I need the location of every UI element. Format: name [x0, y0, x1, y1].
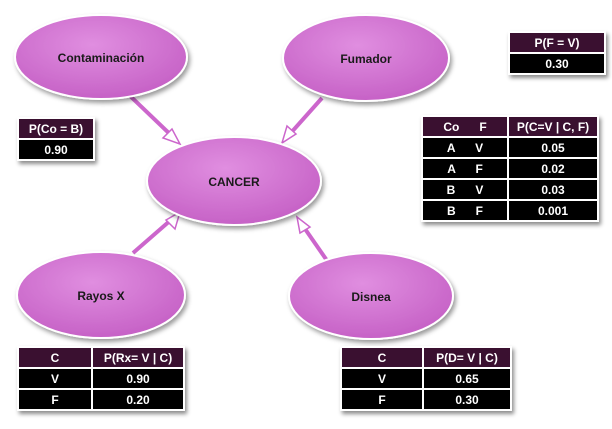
table-cell-parent: V: [19, 369, 91, 388]
table-cell-value: 0.02: [509, 159, 597, 178]
table-cell-parents: B V: [423, 180, 507, 199]
node-disnea: Disnea: [288, 252, 454, 340]
node-fumador: Fumador: [282, 14, 450, 102]
table-p-rayos-x: C P(Rx= V | C) V 0.90 F 0.20: [17, 346, 185, 411]
table-row: F 0.30: [342, 390, 510, 409]
edge-cancer-rayos-x: [130, 210, 182, 256]
edge-fumador-cancer: [280, 95, 325, 145]
table-cell-parent: F: [342, 390, 422, 409]
node-cancer: CANCER: [146, 136, 322, 226]
table-header-probability: P(Rx= V | C): [93, 348, 183, 367]
table-p-cancer: Co F P(C=V | C, F) A V 0.05 A F 0.02 B V…: [421, 115, 599, 222]
table-row: V 0.65: [342, 369, 510, 388]
table-row: B V 0.03: [423, 180, 597, 199]
table-row: V 0.90: [19, 369, 183, 388]
node-label-cancer: CANCER: [208, 175, 260, 189]
node-rayos-x: Rayos X: [16, 251, 186, 339]
table-cell-value: 0.90: [19, 140, 93, 159]
table-row: B F 0.001: [423, 201, 597, 220]
table-cell-parent: F: [19, 390, 91, 409]
table-cell-parents: A V: [423, 138, 507, 157]
table-cell-value: 0.001: [509, 201, 597, 220]
table-row: A F 0.02: [423, 159, 597, 178]
table-cell-value: 0.65: [424, 369, 510, 388]
table-cell-value: 0.03: [509, 180, 597, 199]
table-cell-value: 0.30: [510, 54, 604, 73]
table-header: P(Co = B): [19, 119, 93, 138]
table-cell-parent: V: [342, 369, 422, 388]
table-row: A V 0.05: [423, 138, 597, 157]
node-label-contaminacion: Contaminación: [58, 51, 145, 65]
table-header-parent: C: [19, 348, 91, 367]
table-header-parents: Co F: [423, 117, 507, 136]
table-cell-value: 0.30: [424, 390, 510, 409]
table-header: P(F = V): [510, 33, 604, 52]
table-cell-value: 0.05: [509, 138, 597, 157]
table-header-probability: P(C=V | C, F): [509, 117, 597, 136]
table-cell-parents: B F: [423, 201, 507, 220]
table-cell-value: 0.90: [93, 369, 183, 388]
node-contaminacion: Contaminación: [14, 14, 188, 100]
node-label-fumador: Fumador: [340, 52, 392, 66]
node-label-rayos-x: Rayos X: [77, 289, 124, 303]
edge-cancer-disnea: [295, 215, 331, 264]
table-row: F 0.20: [19, 390, 183, 409]
table-p-fumador: P(F = V) 0.30: [508, 31, 606, 75]
table-cell-value: 0.20: [93, 390, 183, 409]
node-label-disnea: Disnea: [351, 290, 391, 304]
table-p-contaminacion: P(Co = B) 0.90: [17, 117, 95, 161]
edge-contaminacion-cancer: [125, 91, 182, 146]
table-header-parent: C: [342, 348, 422, 367]
table-p-disnea: C P(D= V | C) V 0.65 F 0.30: [340, 346, 512, 411]
table-header-probability: P(D= V | C): [424, 348, 510, 367]
table-cell-parents: A F: [423, 159, 507, 178]
